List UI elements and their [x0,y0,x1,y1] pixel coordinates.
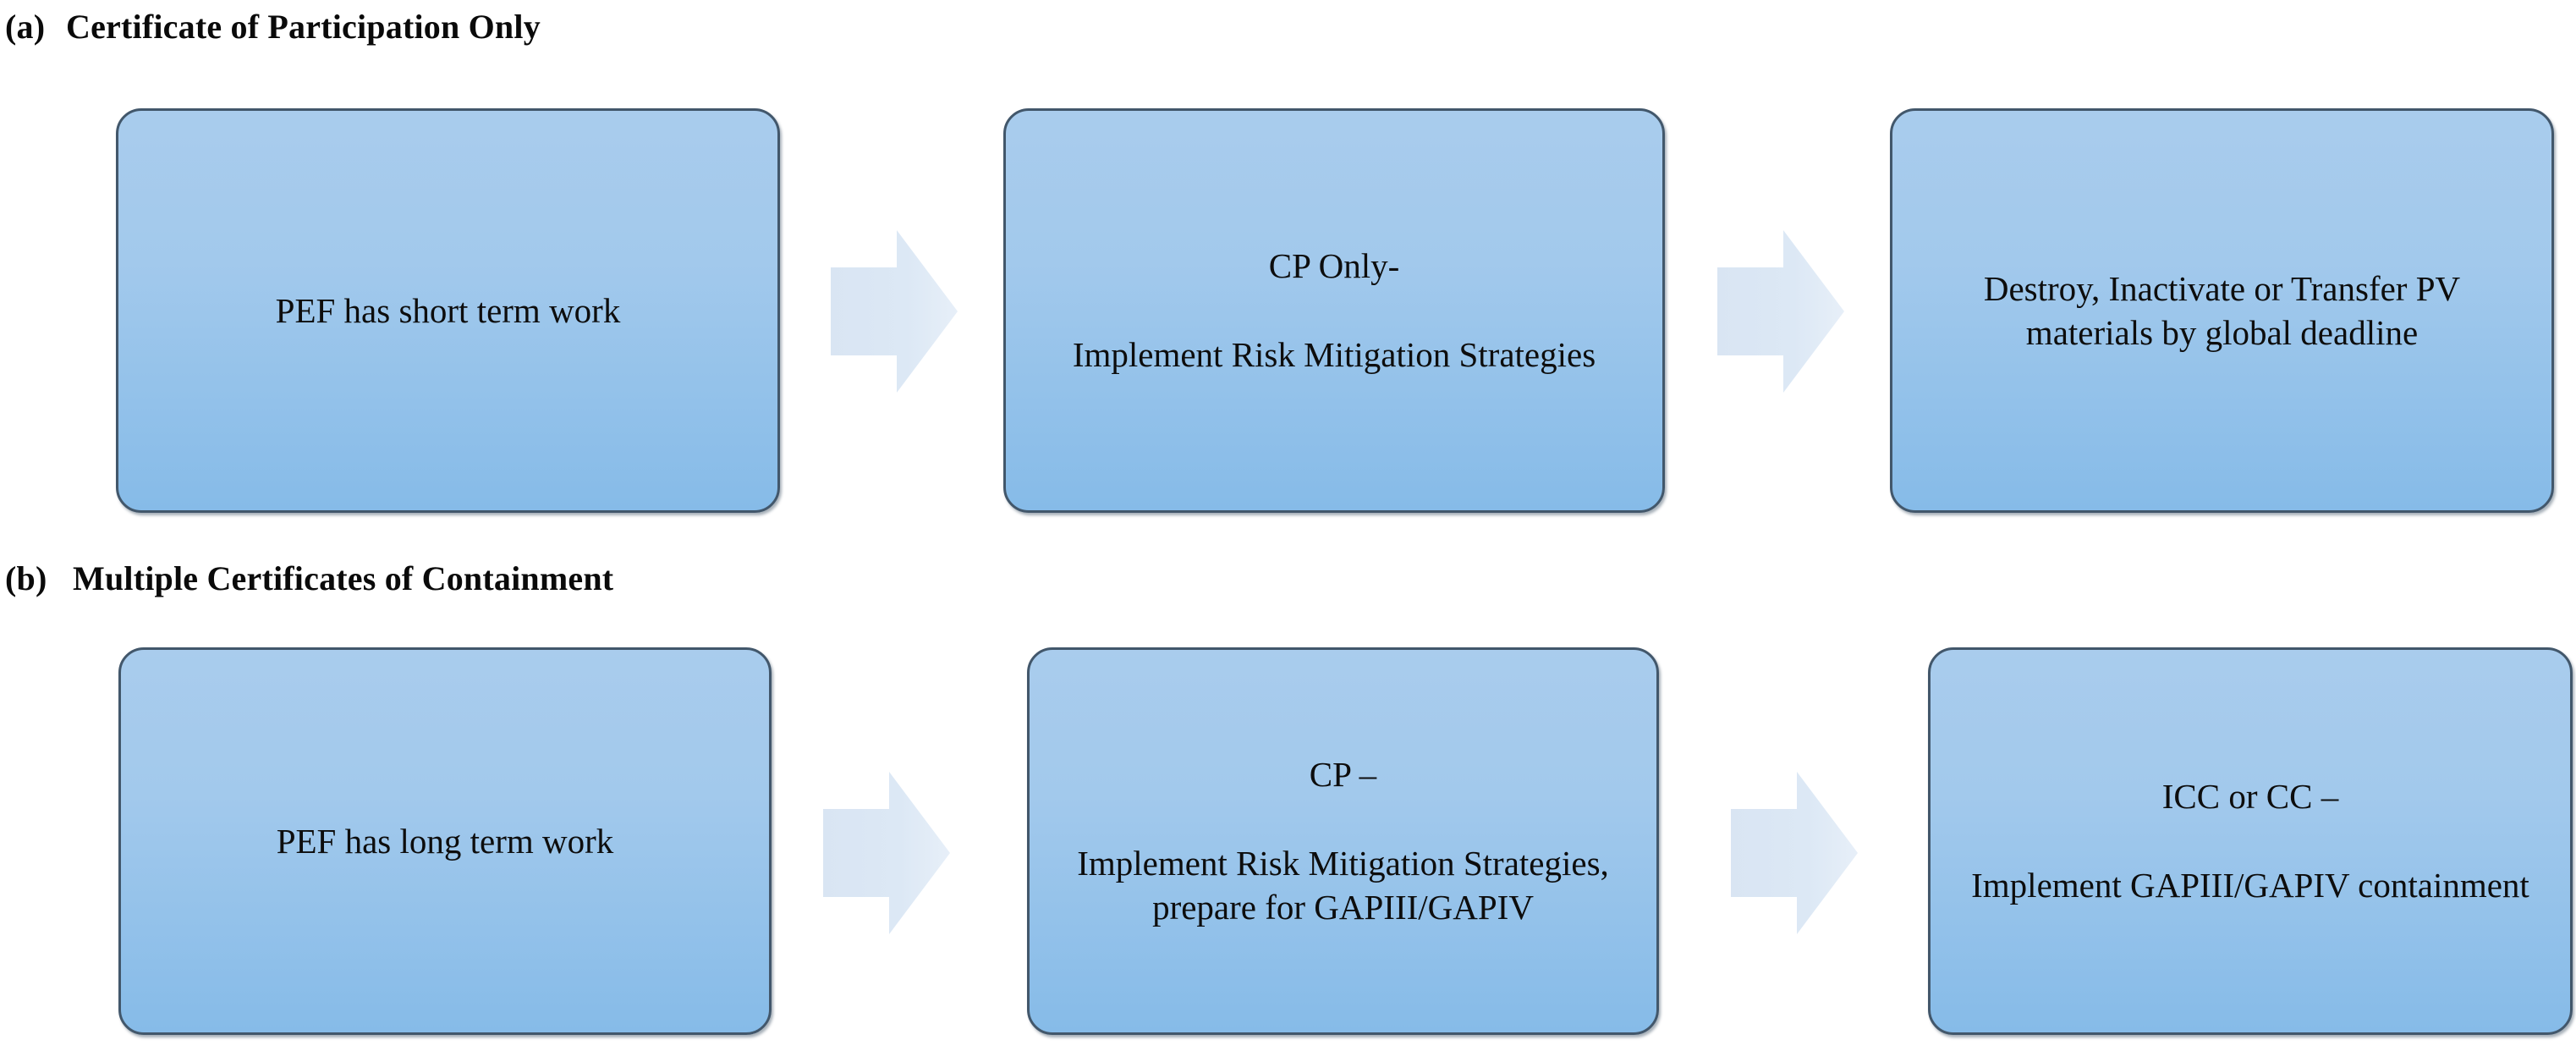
section-b-caption: (b) Multiple Certificates of Containment [5,559,613,598]
flow-box-b-step-3-label: ICC or CC – Implement GAPIII/GAPIV conta… [1971,777,2529,905]
flow-box-b-step-2: CP – Implement Risk Mitigation Strategie… [1027,647,1659,1035]
arrow-right-icon [1731,772,1858,934]
flow-box-a-step-2: CP Only- Implement Risk Mitigation Strat… [1003,108,1665,513]
section-a-title: Certificate of Participation Only [66,8,541,46]
flow-box-a-step-3: Destroy, Inactivate or Transfer PV mater… [1890,108,2554,513]
flow-box-b-step-2-label: CP – Implement Risk Mitigation Strategie… [1077,755,1609,927]
arrow-right-icon [823,772,950,934]
section-a-caption: (a) Certificate of Participation Only [5,7,541,47]
arrow-right-icon [1717,230,1844,393]
flow-box-a-step-2-label: CP Only- Implement Risk Mitigation Strat… [1072,246,1596,375]
section-b-marker: (b) [5,559,47,597]
arrow-right-icon [831,230,958,393]
flow-box-a-step-1-label: PEF has short term work [275,290,621,330]
flow-box-b-step-1: PEF has long term work [118,647,772,1035]
flow-box-a-step-1: PEF has short term work [116,108,780,513]
flow-box-b-step-3: ICC or CC – Implement GAPIII/GAPIV conta… [1928,647,2573,1035]
section-a-marker: (a) [5,8,46,46]
flow-box-b-step-1-label: PEF has long term work [276,821,614,861]
section-b-title: Multiple Certificates of Containment [73,559,614,597]
flow-box-a-step-3-label: Destroy, Inactivate or Transfer PV mater… [1983,268,2461,352]
